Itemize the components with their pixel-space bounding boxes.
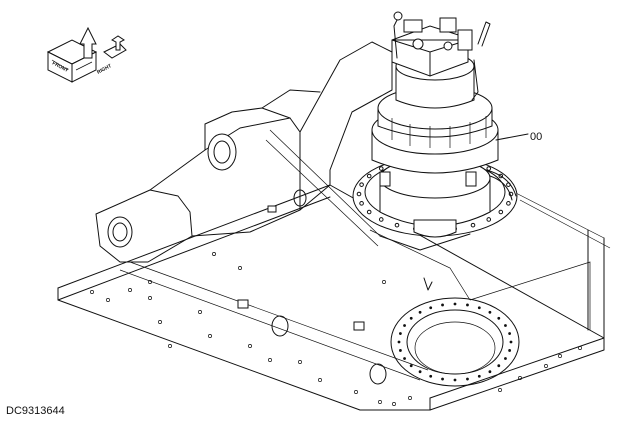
flange-bolt [498, 209, 504, 215]
frame-bolt-hole [238, 266, 242, 270]
frame-bolt-hole [268, 358, 272, 362]
flange-bolt [378, 166, 384, 171]
ring-bolt-hole [441, 303, 444, 307]
frame-bolt-hole [90, 290, 94, 294]
frame-bolt-hole [208, 334, 212, 338]
ring-bolt-hole [399, 349, 402, 352]
ring-bolt-hole [397, 340, 401, 344]
frame-bolt-hole [392, 402, 396, 406]
base-frame [57, 184, 611, 411]
flange-bolt [366, 209, 372, 215]
orientation-right-text: RIGHT [96, 63, 113, 76]
frame-bolt-hole [498, 388, 502, 392]
ring-bolt-hole [418, 370, 422, 374]
flange-bolt [359, 182, 364, 187]
ring-bolt-hole [477, 306, 481, 310]
ring-bolt-hole [508, 332, 511, 335]
flange-bolt [394, 222, 400, 228]
ring-bolt-hole [441, 377, 444, 381]
frame-bolt-hole [148, 296, 152, 300]
ring-bolt-hole [497, 316, 501, 320]
frame-bolt-hole [318, 378, 322, 382]
flange-bolt [356, 191, 362, 197]
ring-bolt-hole [399, 332, 402, 335]
marker-icon [423, 277, 433, 291]
frame-bolt-hole [148, 280, 152, 284]
ring-bolt-hole [453, 302, 457, 306]
ring-bolt-hole [418, 310, 422, 314]
ring-bolt-hole [508, 349, 511, 352]
ring-bolt-hole [403, 324, 406, 327]
frame-bolt-hole [558, 354, 562, 358]
frame-bolt-hole [298, 360, 302, 364]
frame-bolt-hole [168, 344, 172, 348]
frame-bolt-hole [378, 400, 382, 404]
frame-bolt-hole [578, 346, 582, 350]
ring-bolt-hole [429, 306, 433, 310]
boom-mount-brackets [95, 41, 471, 385]
ring-bolt-hole [409, 364, 413, 368]
ring-bolt-hole [403, 357, 406, 360]
ring-bolt-hole [409, 316, 413, 320]
ring-bolt-hole [509, 340, 513, 344]
ring-bolt-hole [453, 378, 457, 382]
frame-bolt-hole [408, 396, 412, 400]
orientation-marker-icon: FRONT RIGHT [46, 26, 127, 83]
flange-bolt [506, 201, 511, 206]
frame-bolt-hole [248, 344, 252, 348]
ring-bolt-hole [429, 374, 433, 378]
drawing-id: DC9313644 [6, 405, 65, 417]
frame-bolt-hole [382, 280, 386, 284]
ring-bolt-hole [488, 370, 492, 374]
frame-bolt-hole [128, 288, 132, 292]
flange-bolt [470, 222, 476, 228]
ring-bolt-hole [497, 364, 501, 368]
frame-bolt-hole [198, 310, 202, 314]
part-callout-label: 00 [530, 131, 542, 143]
frame-bolt-hole [158, 320, 162, 324]
ring-bolt-hole [466, 377, 469, 381]
frame-bolt-hole [106, 298, 110, 302]
frame-bolt-holes [90, 252, 582, 406]
swing-bearing-ring [390, 297, 520, 387]
frame-bolt-hole [212, 252, 216, 256]
ring-bolt-hole [477, 374, 481, 378]
flange-bolt [378, 217, 384, 222]
ring-bolt-hole [466, 303, 469, 307]
ring-bolt-hole [504, 357, 507, 360]
flange-bolt [486, 166, 492, 171]
ring-bolt-hole [488, 310, 492, 314]
flange-bolt [359, 201, 364, 206]
frame-bolt-hole [544, 364, 548, 368]
flange-bolt [366, 173, 372, 179]
swing-motor-assembly [352, 11, 529, 238]
ring-bolt-hole [504, 324, 507, 327]
frame-bolt-hole [518, 376, 522, 380]
frame-bolt-hole [354, 390, 358, 394]
flange-bolt [486, 217, 492, 222]
